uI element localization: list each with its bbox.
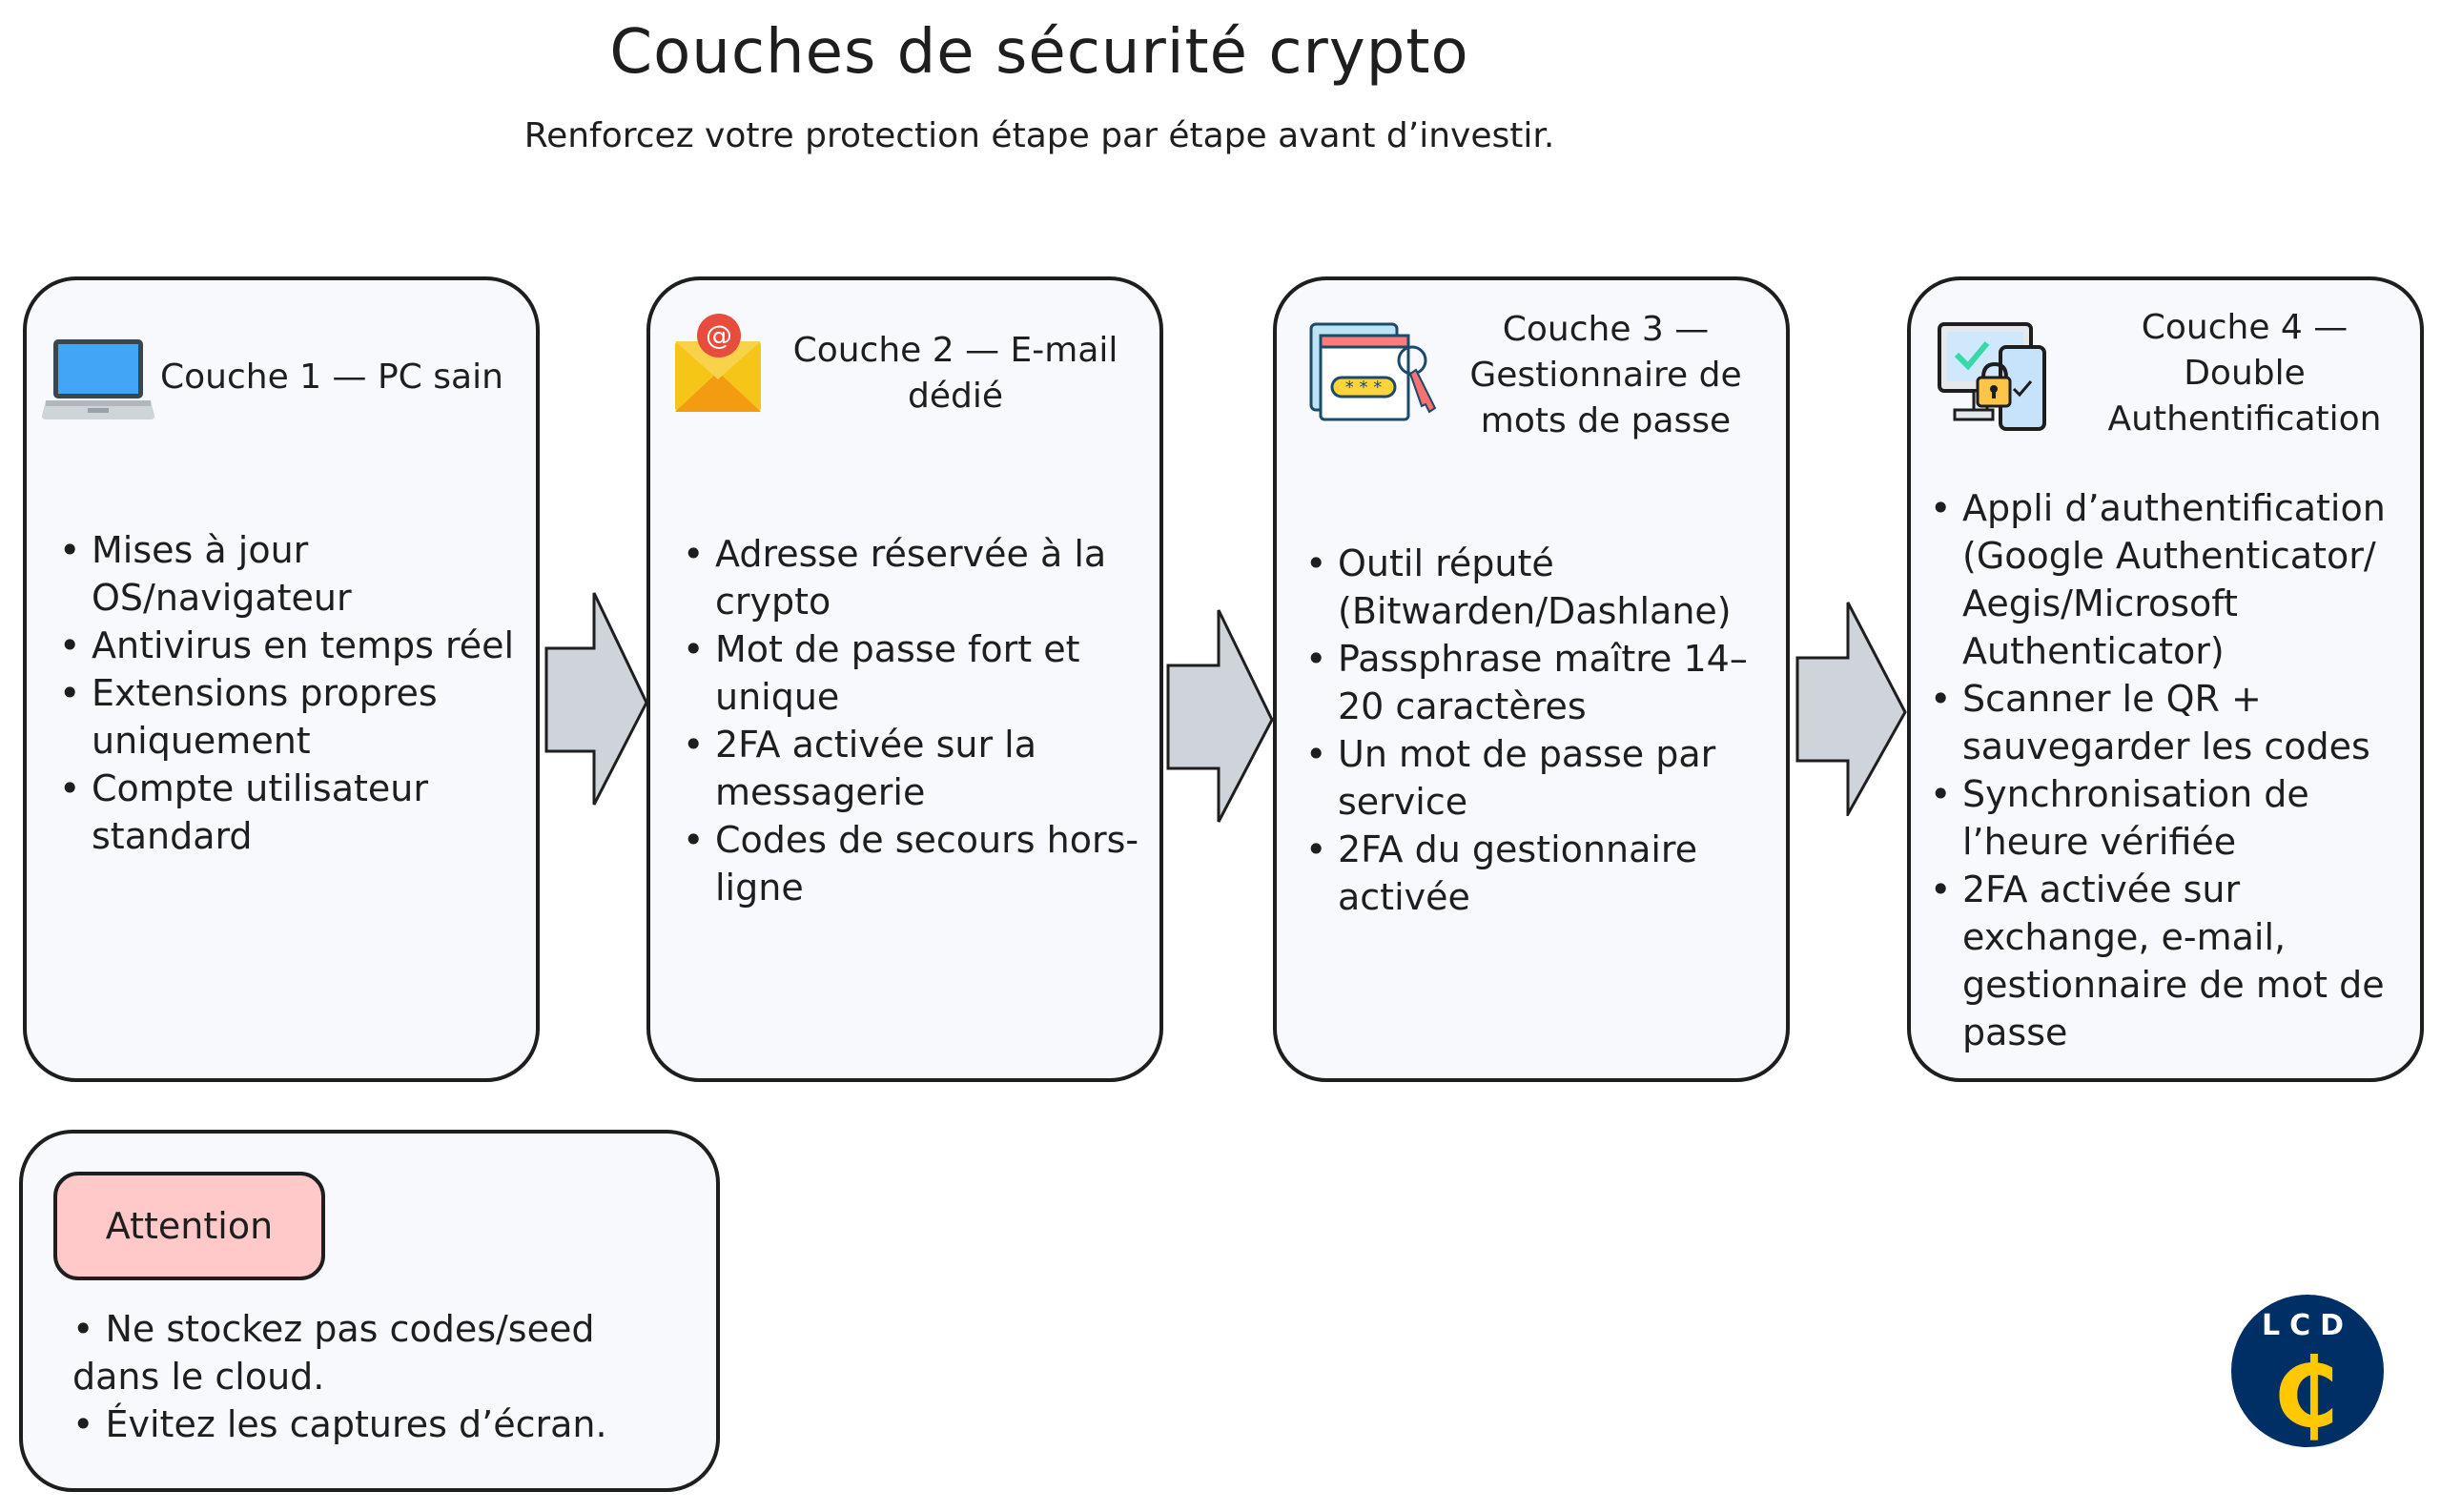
page-subtitle: Renforcez votre protection étape par éta…	[523, 116, 1555, 155]
bullet-item: 2FA activée sur la messagerie	[683, 721, 1140, 816]
bullet-item: 2FA activée sur exchange, e-mail, gestio…	[1930, 866, 2416, 1056]
laptop-icon	[42, 339, 154, 419]
attention-text: • Ne stockez pas codes/seed dans le clou…	[72, 1305, 683, 1448]
bullet-item: 2FA du gestionnaire activée	[1305, 826, 1773, 921]
bullet-item: Appli d’authentification (Google Authent…	[1930, 484, 2416, 675]
bullet-item: Extensions propres uniquement	[59, 669, 517, 765]
svg-text:* * *: * * *	[1345, 378, 1382, 398]
layer-card-2: @ Couche 2 — E-mail dédié Adresse réserv…	[646, 276, 1163, 1082]
layer-card-3: * * * Couche 3 — Gestionnaire de mots de…	[1273, 276, 1790, 1082]
bullet-item: Adresse réservée à la crypto	[683, 530, 1140, 625]
attention-badge: Attention	[53, 1172, 325, 1280]
page-title: Couches de sécurité crypto	[609, 17, 1469, 88]
arrow-right-icon	[1795, 602, 1907, 816]
bullet-item: Codes de secours hors-ligne	[683, 816, 1140, 911]
bullet-item: Passphrase maître 14–20 caractères	[1305, 635, 1773, 730]
bullet-item: Scanner le QR + sauvegarder les codes	[1930, 675, 2416, 770]
bullet-item: Synchronisation de l’heure vérifiée	[1930, 770, 2416, 866]
two-factor-auth-icon	[1938, 322, 2046, 431]
arrow-right-icon	[1166, 609, 1274, 823]
layer-bullets: Mises à jour OS/navigateur Antivirus en …	[59, 526, 517, 860]
attention-line: • Évitez les captures d’écran.	[72, 1403, 607, 1445]
bullet-item: Outil réputé (Bitwarden/Dashlane)	[1305, 540, 1773, 635]
bullet-item: Mises à jour OS/navigateur	[59, 526, 517, 622]
layer-title: Couche 2 — E-mail dédié	[792, 331, 1118, 416]
bullet-item: Mot de passe fort et unique	[683, 625, 1140, 721]
attention-line: • Ne stockez pas codes/seed dans le clou…	[72, 1308, 595, 1398]
bullet-item: Compte utilisateur standard	[59, 765, 517, 860]
layer-title: Couche 4 — Double Authentification	[2107, 308, 2382, 439]
svg-text:@: @	[706, 319, 732, 351]
bullet-item: Un mot de passe par service	[1305, 730, 1773, 826]
layer-title: Couche 1 — PC sain	[160, 358, 503, 397]
email-envelope-icon: @	[675, 314, 761, 412]
layer-card-4: Couche 4 — Double Authentification Appli…	[1907, 276, 2424, 1082]
layer-bullets: Appli d’authentification (Google Authent…	[1930, 484, 2416, 1056]
bullet-item: Antivirus en temps réel	[59, 622, 517, 669]
password-manager-icon: * * *	[1309, 322, 1437, 421]
lcd-logo: LCD ₵	[2231, 1295, 2384, 1449]
attention-box: Attention • Ne stockez pas codes/seed da…	[19, 1130, 720, 1492]
logo-text: LCD	[2262, 1309, 2353, 1342]
arrow-right-icon	[544, 592, 648, 806]
layer-bullets: Outil réputé (Bitwarden/Dashlane) Passph…	[1305, 540, 1773, 921]
layer-bullets: Adresse réservée à la crypto Mot de pass…	[683, 530, 1140, 911]
logo-coin-icon: ₵	[2272, 1338, 2339, 1449]
layer-title: Couche 3 — Gestionnaire de mots de passe	[1469, 310, 1742, 440]
layer-card-1: Couche 1 — PC sain Mises à jour OS/navig…	[23, 276, 540, 1082]
